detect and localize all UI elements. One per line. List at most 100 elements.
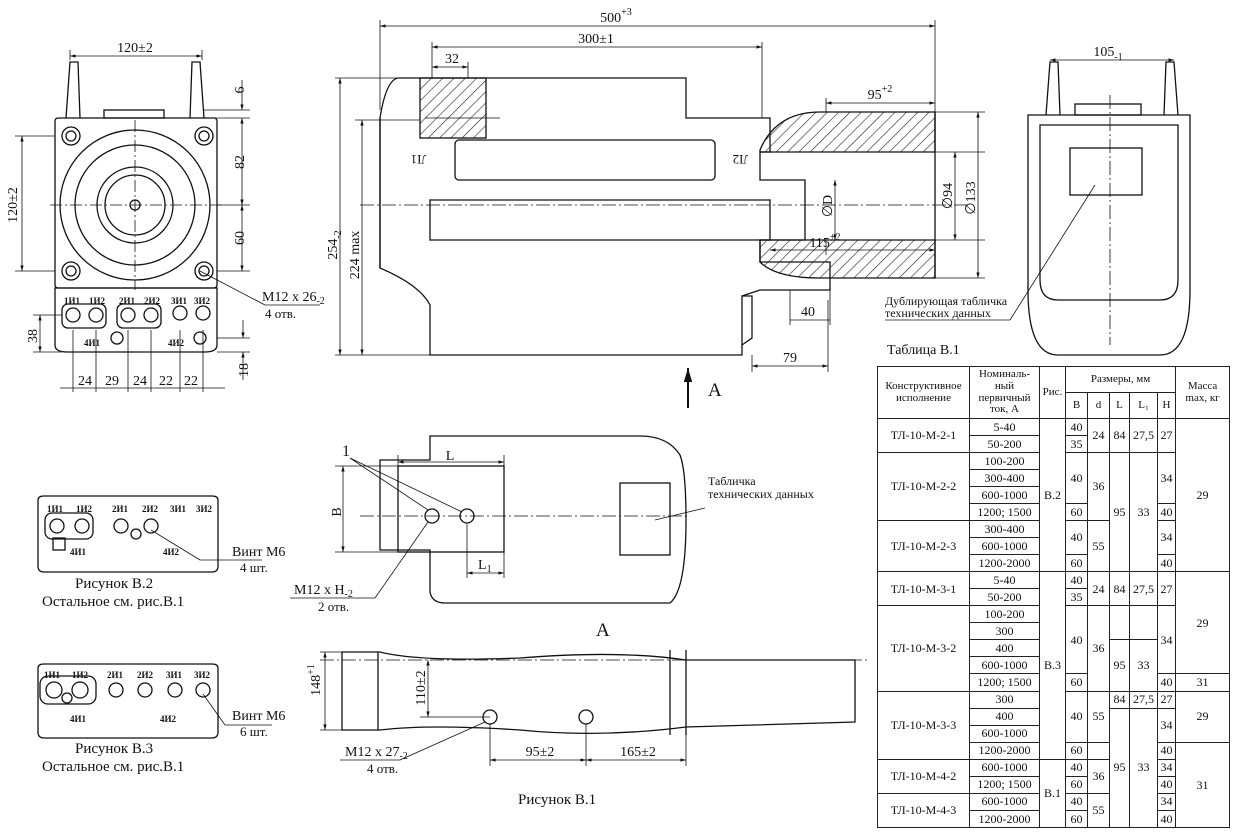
dim-120-height: 120±2 [6, 187, 21, 223]
cell-current: 600-1000 [969, 486, 1040, 505]
cell-current: 5-40 [969, 417, 1040, 437]
caption-fig-b2-sub: Остальное см. рис.В.1 [42, 594, 185, 610]
cell-h: 34 [1156, 605, 1177, 675]
cell-current: 1200-2000 [969, 554, 1040, 573]
svg-text:95+2: 95+2 [868, 84, 893, 103]
cell-current: 300 [969, 690, 1040, 709]
label-vint-6: Винт М6 [232, 709, 285, 724]
cell-current: 50-200 [969, 588, 1040, 607]
cell-b: 40 [1065, 417, 1088, 437]
cell-d: 55 [1087, 520, 1110, 573]
dim-115-tol: +2 [830, 232, 841, 243]
bottom-view [320, 650, 870, 735]
cell-mass: 31 [1175, 673, 1231, 692]
th-l: L [1109, 392, 1130, 419]
dim-224: 224 max [348, 231, 363, 280]
dim-L1-sub: 1 [487, 564, 492, 575]
dim-105: 105 [1093, 45, 1114, 60]
cell-current: 300 [969, 622, 1040, 641]
label-4-otv-b: 4 отв. [367, 761, 398, 776]
dim-300: 300±1 [578, 32, 614, 47]
cell-l1 [1129, 605, 1158, 641]
cell-current: 50-200 [969, 435, 1040, 454]
cell-b: 40 [1065, 452, 1088, 505]
cell-l: 84 [1109, 417, 1130, 454]
th-mass: Масса max, кг [1175, 366, 1231, 419]
th-l1: L₁ [1129, 392, 1158, 419]
term-2i1-c: 2И1 [107, 670, 124, 680]
dim-148-tol: +1 [306, 664, 317, 675]
row-name: ТЛ-10-М-3-3 [877, 690, 970, 760]
th-d: d [1087, 392, 1110, 419]
label-vint-4: Винт М6 [232, 545, 285, 560]
caption-fig-b3: Рисунок В.3 [75, 741, 154, 757]
cell-b: 35 [1065, 435, 1088, 454]
cell-h: 27 [1156, 571, 1177, 607]
cell-l: 95 [1109, 639, 1130, 692]
term-1i2-a: 1И2 [89, 296, 106, 306]
svg-text:254-2: 254-2 [326, 230, 344, 259]
dim-L1: L [478, 558, 487, 573]
cell-l: 95 [1109, 452, 1130, 573]
label-2-otv: 2 отв. [318, 599, 349, 614]
front-view-dimensions [15, 50, 320, 392]
cell-h: 34 [1156, 452, 1177, 505]
dimension-text: 500+3 300±1 32 95+2 115+2 105-1 120±2 12… [6, 7, 1123, 760]
cell-d: 55 [1087, 690, 1110, 743]
cell-l: 84 [1109, 571, 1130, 607]
dim-6: 6 [233, 87, 248, 94]
figure-b3 [37, 663, 272, 739]
dim-d94: ∅94 [941, 183, 956, 209]
caption-fig-b1: Рисунок В.1 [518, 792, 597, 808]
caption-fig-b2: Рисунок В.2 [75, 576, 154, 592]
dim-79: 79 [783, 351, 797, 366]
cell-h: 40 [1156, 775, 1177, 794]
row-name: ТЛ-10-М-3-1 [877, 571, 970, 607]
cell-mass: 29 [1175, 690, 1231, 743]
dim-bot-2: 24 [133, 374, 147, 389]
cell-mass: 29 [1175, 571, 1231, 675]
svg-text:148+1: 148+1 [306, 664, 324, 696]
cell-d: 36 [1087, 605, 1110, 692]
cell-current: 100-200 [969, 452, 1040, 471]
cell-b: 60 [1065, 775, 1088, 794]
label-6-sht: 6 шт. [240, 724, 268, 739]
label-tab-tech-2: технических данных [708, 487, 814, 501]
term-2i2-c: 2И2 [137, 670, 154, 680]
dim-254-tol: -2 [333, 230, 344, 238]
label-m12-27-tol: -2 [399, 751, 407, 762]
dim-95-tol: +2 [882, 84, 893, 95]
cell-b: 60 [1065, 554, 1088, 573]
cell-current: 600-1000 [969, 792, 1040, 811]
cell-current: 600-1000 [969, 758, 1040, 777]
term-4i2-b: 4И2 [163, 547, 180, 557]
dim-60: 60 [233, 231, 248, 245]
end-view [1027, 61, 1191, 356]
dim-d133: ∅133 [964, 181, 979, 214]
dim-bot-0: 24 [78, 374, 92, 389]
spec-table: Конструктивное исполнение Номиналь-ный п… [877, 366, 1231, 829]
dim-120-width: 120±2 [117, 41, 153, 56]
label-4-otv: 4 отв. [265, 306, 296, 321]
label-m12-26-tol: -2 [316, 296, 324, 307]
cell-current: 400 [969, 639, 1040, 658]
label-view-a: A [596, 620, 610, 641]
label-m12-h: М12 х Н [294, 583, 345, 598]
label-m12-h-tol: -2 [345, 589, 353, 600]
term-4i1-c: 4И1 [70, 714, 87, 724]
label-tab-tech: Табличка [708, 474, 756, 488]
cell-current: 600-1000 [969, 537, 1040, 556]
cell-mass: 31 [1175, 741, 1231, 829]
th-b: B [1065, 392, 1088, 419]
cell-h: 34 [1156, 707, 1177, 743]
dim-500: 500 [600, 11, 621, 26]
cell-current: 1200-2000 [969, 741, 1040, 760]
cell-current: 300-400 [969, 520, 1040, 539]
term-1i2-c: 1И2 [72, 670, 89, 680]
cell-h: 27 [1156, 417, 1177, 454]
table-title: Таблица В.1 [887, 343, 960, 358]
dim-32: 32 [445, 52, 459, 67]
term-4i2-c: 4И2 [160, 714, 177, 724]
bottom-view-dimensions [320, 651, 687, 766]
side-view [360, 77, 970, 356]
